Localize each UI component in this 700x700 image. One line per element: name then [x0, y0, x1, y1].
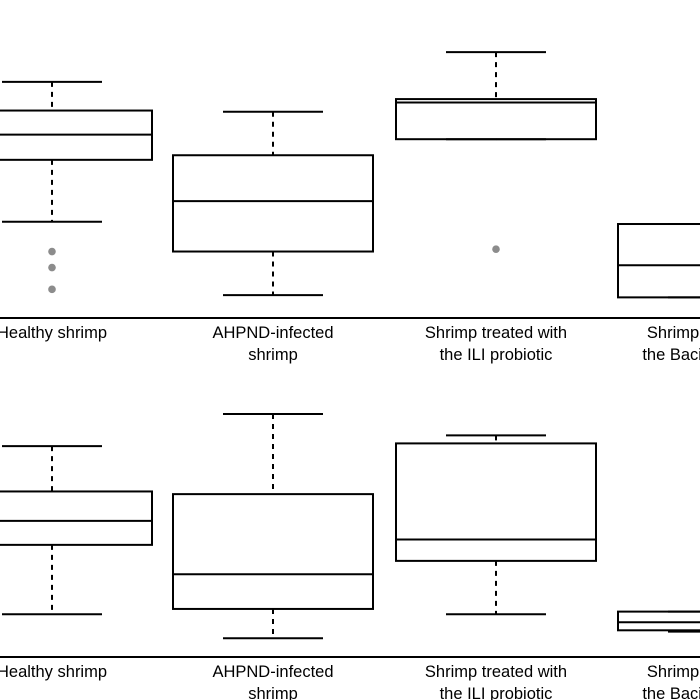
panel-top: Healthy shrimp AHPND-infected shrimp Shrimp…: [0, 51, 700, 364]
category-label-line: shrimp: [248, 685, 298, 700]
iqr-box: [617, 610, 700, 632]
category-label-line: the ILI probiotic: [440, 685, 553, 700]
category-label: Shrimp treated with the Bacillus probioti…: [642, 324, 700, 364]
outlier-point: [492, 245, 500, 254]
category-label: Shrimp treated with the ILI probiotic: [425, 324, 567, 364]
category-label-line: Shrimp treated with: [647, 663, 700, 681]
panel-bottom: Healthy shrimp AHPND-infected shrimp Shrimp…: [0, 413, 700, 700]
box-2: AHPND-infected shrimp: [172, 413, 374, 700]
outlier-point: [48, 247, 56, 256]
box-1: Healthy shrimp: [0, 80, 153, 342]
iqr-box: [0, 490, 153, 546]
category-label-line: Shrimp treated with: [425, 663, 567, 681]
category-label-line: Shrimp treated with: [647, 324, 700, 342]
category-label: Healthy shrimp: [0, 324, 107, 342]
box-2: AHPND-infected shrimp: [172, 110, 374, 364]
category-label-line: Healthy shrimp: [0, 663, 107, 681]
box-4: Shrimp treated with the Bacillus probioti…: [617, 610, 700, 700]
category-label: Shrimp treated with the ILI probiotic: [425, 663, 567, 700]
box-3: Shrimp treated with the ILI probiotic: [395, 51, 597, 364]
category-label-line: Shrimp treated with: [425, 324, 567, 342]
category-label-line: the Bacillus probiotic: [642, 685, 700, 700]
category-label-line: shrimp: [248, 346, 298, 364]
category-label: AHPND-infected shrimp: [212, 324, 333, 364]
iqr-box: [172, 154, 374, 253]
category-label-line: the ILI probiotic: [440, 346, 553, 364]
iqr-box: [395, 98, 597, 141]
category-label: Healthy shrimp: [0, 663, 107, 681]
iqr-box: [172, 493, 374, 610]
box-3: Shrimp treated with the ILI probiotic: [395, 434, 597, 700]
iqr-box: [617, 223, 700, 299]
category-label: Shrimp treated with the Bacillus probioti…: [642, 663, 700, 700]
outlier-point: [48, 263, 56, 272]
box-1: Healthy shrimp: [0, 445, 153, 681]
category-label: AHPND-infected shrimp: [212, 663, 333, 700]
box-4: Shrimp treated with the Bacillus probioti…: [617, 223, 700, 364]
category-label-line: Healthy shrimp: [0, 324, 107, 342]
category-label-line: AHPND-infected: [212, 324, 333, 342]
category-label-line: AHPND-infected: [212, 663, 333, 681]
category-label-line: the Bacillus probiotic: [642, 346, 700, 364]
iqr-box: [395, 442, 597, 562]
outlier-point: [48, 285, 56, 294]
